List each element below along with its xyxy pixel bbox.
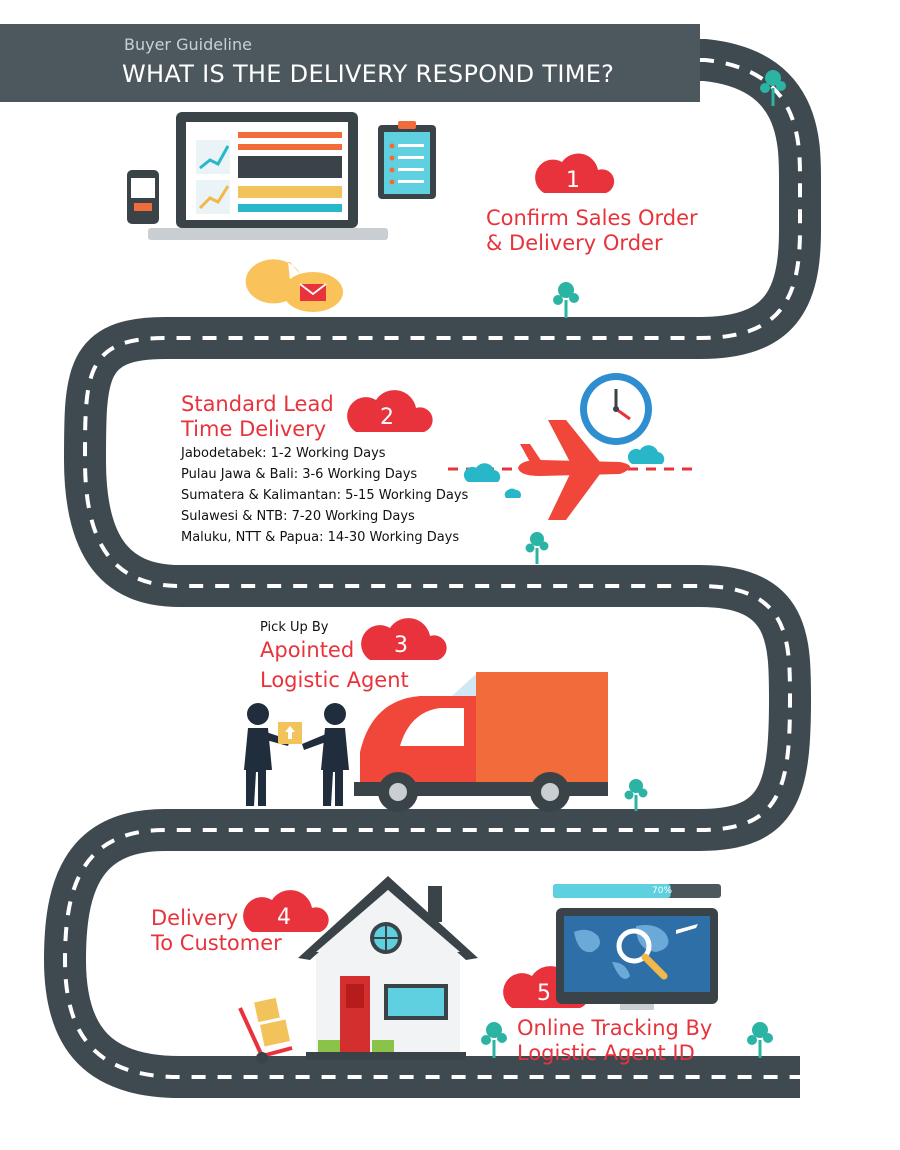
lead-time-item: Sulawesi & NTB: 7-20 Working Days [181,509,415,524]
step-4-title: Delivery To Customer [151,906,282,956]
step-5-line-1: Online Tracking By [517,1016,713,1040]
lead-time-list: Jabodetabek: 1-2 Working Days Pulau Jawa… [181,443,468,548]
header-subtitle: Buyer Guideline [124,35,252,54]
step-3-prefix: Pick Up By [260,620,329,635]
step-2-line-1: Standard Lead [181,392,334,416]
lead-time-item: Sumatera & Kalimantan: 5-15 Working Days [181,488,469,503]
clipboard-icon [378,121,436,199]
step-4-line-1: Delivery [151,906,239,930]
people-handover-icon [244,703,349,806]
step-5-line-2: Logistic Agent ID [517,1041,695,1065]
step-3-title: Apointed Logistic Agent [260,635,409,695]
laptop-icon [148,112,388,240]
step-2-line-2: Time Delivery [181,417,327,441]
step-2-title: Standard Lead Time Delivery [181,392,334,442]
step-1-title: Confirm Sales Order & Delivery Order [486,206,698,256]
airplane-icon [518,420,630,520]
cloud-icon-step-2 [347,390,433,432]
step-3-line-1: Apointed [260,638,355,662]
winding-road [44,39,821,1098]
step-1-line-2: & Delivery Order [486,231,663,255]
step-3-number: 3 [394,633,408,658]
step-5-number: 5 [537,981,551,1006]
step-1-number: 1 [566,168,580,193]
step-3-line-2: Logistic Agent [260,668,409,692]
tree-icon [481,70,786,1058]
header-banner [0,24,700,102]
truck-icon [354,672,608,812]
step-5-title: Online Tracking By Logistic Agent ID [517,1016,712,1066]
tracking-monitor-icon [553,884,721,1010]
cloud-icon-step-3 [361,618,447,660]
lead-time-item: Maluku, NTT & Papua: 14-30 Working Days [181,530,460,545]
cloud-icon-step-1 [535,153,615,193]
step-4-number: 4 [277,905,291,930]
tracking-progress-fill [553,884,671,898]
lead-time-item: Jabodetabek: 1-2 Working Days [181,446,386,461]
cloud-icon-step-4 [243,890,329,932]
step-2-number: 2 [380,405,394,430]
step-4-line-2: To Customer [151,931,282,955]
header-title: WHAT IS THE DELIVERY RESPOND TIME? [122,60,615,88]
step-1-line-1: Confirm Sales Order [486,206,698,230]
tracking-progress-label: 70% [652,886,673,896]
phone-icon [127,170,159,224]
cloud-icon-sky [463,445,665,498]
clock-icon [580,373,652,445]
lead-time-item: Pulau Jawa & Bali: 3-6 Working Days [181,467,418,482]
mail-icon [245,259,343,312]
house-icon [298,876,478,1060]
hand-truck-icon [238,997,293,1064]
